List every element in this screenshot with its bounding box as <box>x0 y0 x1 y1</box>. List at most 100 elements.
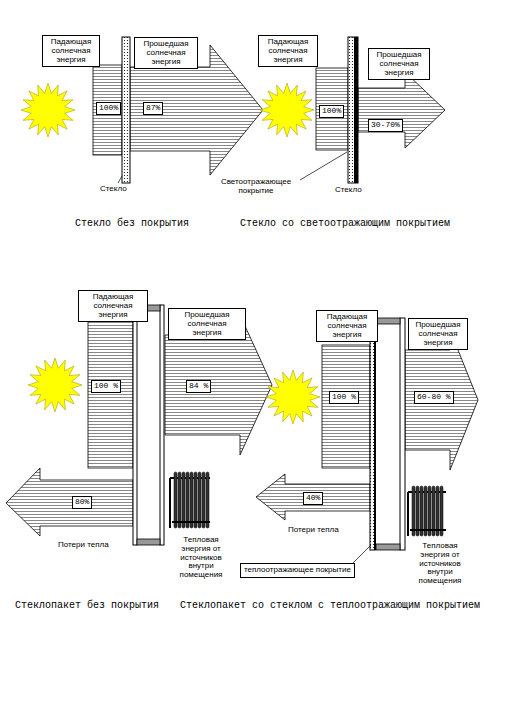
drawing-part <box>410 529 446 531</box>
box-text: Падающая солнечная энергия <box>82 293 144 319</box>
box-text: Прошедшая солнечная энергия <box>172 311 242 337</box>
box-text: 100 % <box>94 382 118 391</box>
drawing-part <box>198 472 201 528</box>
glass-pane <box>122 37 130 183</box>
leader-line <box>300 152 347 180</box>
box-text: 30-70% <box>371 121 400 130</box>
drawing-part <box>440 486 443 536</box>
frame-spacer <box>376 544 400 550</box>
frame-spacer <box>376 318 400 324</box>
percent-box: 84 % <box>186 380 211 393</box>
heat-loss-arrow <box>6 468 133 536</box>
sun-disc <box>40 370 70 400</box>
drawing-part <box>416 486 419 536</box>
leader-line <box>352 545 371 564</box>
energy-label-box: Падающая солнечная энергия <box>316 310 378 342</box>
incident-beam <box>88 318 133 468</box>
box-text: Падающая солнечная энергия <box>262 38 314 64</box>
sun-symbol <box>266 370 320 424</box>
drawing-part <box>432 486 435 536</box>
percent-box: 40% <box>303 492 323 505</box>
box-text: 84 % <box>189 382 208 391</box>
percent-box: 30-70% <box>368 119 403 132</box>
drawing-part <box>182 472 185 528</box>
box-text: 87% <box>146 104 160 113</box>
panel-caption: Стеклопакет без покрытия <box>15 600 159 611</box>
annotation-text: Светоотражающее покрытие <box>213 178 299 196</box>
box-text: 100% <box>322 107 341 116</box>
drawing-part <box>428 486 431 536</box>
glass-pane <box>160 305 164 545</box>
box-text: 80% <box>75 498 89 507</box>
percent-box: 100 % <box>329 391 359 404</box>
energy-label-box: Прошедшая солнечная энергия <box>168 308 246 340</box>
glass-pane <box>348 37 358 183</box>
annotation-text: Тепловая энергия от источников внутри по… <box>168 536 234 580</box>
sun-group <box>21 83 320 424</box>
drawing-part <box>424 486 427 536</box>
percent-box: 100% <box>96 102 121 115</box>
incident-beam <box>316 68 348 150</box>
percent-box: 100 % <box>91 380 121 393</box>
box-text: Падающая солнечная энергия <box>46 38 96 64</box>
panel-caption: Стеклопакет со стеклом с теплоотражающим… <box>180 600 480 611</box>
drawing-part <box>169 478 171 528</box>
panel-caption: Стекло со светоотражающим покрытием <box>240 218 450 229</box>
drawing-part <box>436 486 439 536</box>
radiator <box>170 472 210 528</box>
frame-spacer <box>137 539 160 545</box>
box-text: Прошедшая солнечная энергия <box>372 51 426 77</box>
annotation-text: Стекло <box>100 185 127 194</box>
energy-label-box: Падающая солнечная энергия <box>42 35 100 67</box>
box-text: Падающая солнечная энергия <box>320 313 374 339</box>
energy-label-box: Прошедшая солнечная энергия <box>134 37 198 69</box>
percent-box: 87% <box>143 102 163 115</box>
annotation-text: Стекло <box>335 186 362 195</box>
sun-symbol <box>28 358 82 412</box>
drawing-part <box>420 486 423 536</box>
energy-label-box: Падающая солнечная энергия <box>258 35 318 67</box>
incident-beam <box>322 345 370 468</box>
sun-symbol <box>260 83 314 137</box>
thermal-coating <box>374 318 376 550</box>
box-text: Прошедшая солнечная энергия <box>138 40 194 66</box>
energy-label-box: Падающая солнечная энергия <box>78 290 148 322</box>
leader-line <box>118 176 122 183</box>
glass-pane <box>400 318 405 550</box>
annotation-text: Тепловая энергия от источников внутри по… <box>408 542 472 586</box>
box-text: 40% <box>306 494 320 503</box>
drawing-part <box>178 472 181 528</box>
sun-disc <box>272 95 302 125</box>
heat-loss-arrow <box>256 474 370 520</box>
radiator <box>408 486 446 536</box>
drawing-part <box>206 472 209 528</box>
box-text: 60-80 % <box>417 393 451 402</box>
drawing-part <box>174 472 177 528</box>
sun-symbol <box>21 83 75 137</box>
percent-box: 60-80 % <box>414 391 454 404</box>
drawing-part <box>190 472 193 528</box>
sun-disc <box>278 382 308 412</box>
reflective-coating <box>354 37 358 183</box>
energy-label-box: Прошедшая солнечная энергия <box>368 48 430 80</box>
transmitted-arrow <box>405 330 478 470</box>
sun-disc <box>33 95 63 125</box>
drawing-part <box>412 486 415 536</box>
transmitted-arrow <box>358 72 445 148</box>
box-text: Прошедшая солнечная энергия <box>412 321 464 347</box>
box-text: теплоотражающее покрытие <box>244 566 351 575</box>
box-text: 100% <box>99 104 118 113</box>
glass-pane <box>133 305 137 545</box>
coating-label-box: теплоотражающее покрытие <box>240 563 355 578</box>
percent-box: 100% <box>319 105 344 118</box>
annotation-text: Потери тепла <box>58 541 109 550</box>
glass-pane <box>370 318 375 550</box>
panel-caption: Стекло без покрытия <box>75 218 189 229</box>
drawing-part <box>186 472 189 528</box>
drawing-part <box>202 472 205 528</box>
percent-box: 80% <box>72 496 92 509</box>
energy-label-box: Прошедшая солнечная энергия <box>408 318 468 350</box>
incident-beam <box>93 65 122 155</box>
box-text: 100 % <box>332 393 356 402</box>
drawing-part <box>194 472 197 528</box>
